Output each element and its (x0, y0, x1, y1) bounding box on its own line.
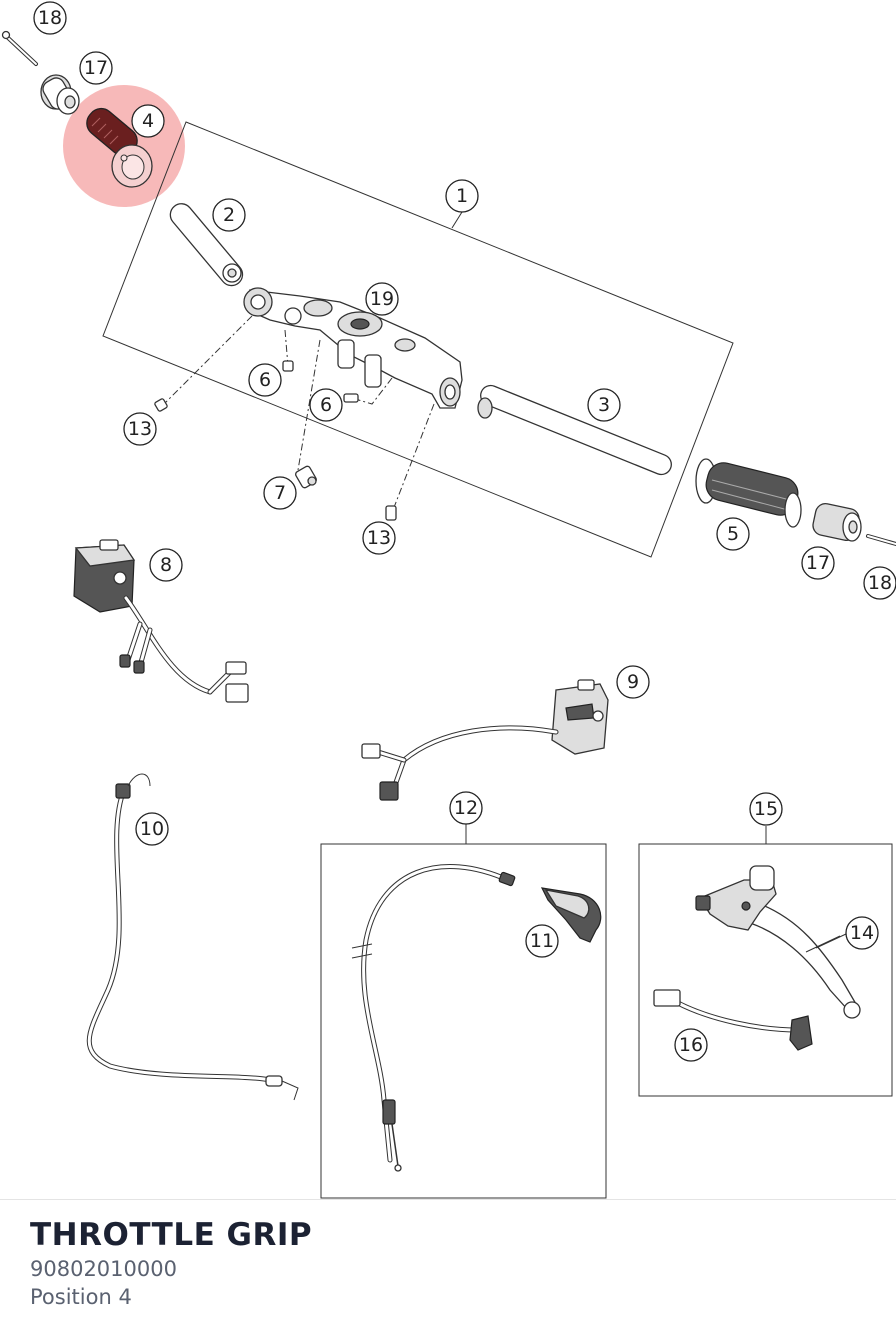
clutch-master-15[interactable] (695, 865, 777, 931)
svg-text:1: 1 (456, 185, 468, 207)
svg-text:4: 4 (142, 110, 154, 132)
callout-11[interactable]: 11 (525, 924, 559, 958)
screw-6-upper[interactable] (282, 360, 294, 372)
svg-text:2: 2 (223, 204, 235, 226)
svg-text:8: 8 (160, 554, 172, 576)
callout-4[interactable]: 4 (131, 104, 165, 138)
callout-12[interactable]: 12 (449, 791, 483, 825)
svg-text:14: 14 (850, 922, 874, 944)
callout-2[interactable]: 2 (212, 198, 246, 232)
switch-9[interactable] (361, 679, 609, 801)
callout-16[interactable]: 16 (674, 1028, 708, 1062)
clutch-lever-14[interactable] (738, 903, 861, 1019)
assembly-frame-12 (320, 843, 607, 1199)
svg-text:17: 17 (84, 57, 108, 79)
svg-text:15: 15 (754, 798, 778, 820)
cable-12[interactable] (351, 864, 516, 1172)
screw-13-right[interactable] (385, 505, 397, 521)
callout-3[interactable]: 3 (587, 388, 621, 422)
callout-7[interactable]: 7 (263, 476, 297, 510)
exploded-parts-diagram: 18 17 4 1 2 19 6 6 13 3 7 13 5 17 18 8 9… (1, 1, 896, 1199)
callout-9[interactable]: 9 (616, 665, 650, 699)
callout-13-right[interactable]: 13 (362, 521, 396, 555)
svg-text:5: 5 (727, 523, 739, 545)
tube-2[interactable] (166, 199, 247, 290)
callout-5[interactable]: 5 (716, 517, 750, 551)
tube-3[interactable] (477, 383, 675, 478)
callout-18-left[interactable]: 18 (33, 1, 67, 35)
callout-17-right[interactable]: 17 (801, 546, 835, 580)
callout-6-lower[interactable]: 6 (309, 388, 343, 422)
svg-text:18: 18 (868, 572, 892, 594)
cable-10[interactable] (86, 773, 299, 1101)
bar-end-17-right[interactable] (811, 502, 862, 542)
svg-text:13: 13 (128, 418, 152, 440)
svg-text:19: 19 (370, 288, 394, 310)
svg-text:17: 17 (806, 552, 830, 574)
part-info-panel: THROTTLE GRIP 90802010000 Position 4 (0, 1199, 896, 1336)
handlebar-bracket-19[interactable] (243, 287, 463, 409)
callout-17-left[interactable]: 17 (79, 51, 113, 85)
screw-6-lower[interactable] (343, 393, 359, 403)
callout-19[interactable]: 19 (365, 282, 399, 316)
grip-5[interactable] (695, 458, 802, 528)
svg-text:6: 6 (320, 394, 332, 416)
svg-text:13: 13 (367, 527, 391, 549)
bar-end-17-left[interactable] (40, 74, 80, 115)
fitting-7[interactable] (295, 465, 318, 489)
callout-6-upper[interactable]: 6 (248, 363, 282, 397)
svg-text:10: 10 (140, 818, 164, 840)
assembly-frame-1 (102, 121, 734, 558)
callout-18-right[interactable]: 18 (863, 566, 896, 600)
part-number: 90802010000 (30, 1257, 177, 1281)
svg-text:18: 18 (38, 7, 62, 29)
callout-8[interactable]: 8 (149, 548, 183, 582)
svg-text:3: 3 (598, 394, 610, 416)
part-title: THROTTLE GRIP (30, 1217, 313, 1253)
callout-13-left[interactable]: 13 (123, 412, 157, 446)
part-position: Position 4 (30, 1285, 132, 1309)
screw-13-left[interactable] (154, 398, 168, 412)
boot-11[interactable] (540, 887, 602, 943)
pin-18-left[interactable] (1, 30, 38, 66)
svg-text:12: 12 (454, 797, 478, 819)
pin-18-right[interactable] (866, 534, 896, 546)
svg-text:16: 16 (679, 1034, 703, 1056)
callout-15[interactable]: 15 (749, 792, 783, 826)
callout-10[interactable]: 10 (135, 812, 169, 846)
callout-1[interactable]: 1 (445, 179, 479, 213)
callout-14[interactable]: 14 (845, 916, 879, 950)
svg-text:6: 6 (259, 369, 271, 391)
clutch-switch-16[interactable] (653, 989, 813, 1051)
svg-text:9: 9 (627, 671, 639, 693)
throttle-grip-4[interactable] (82, 103, 153, 188)
switch-8[interactable] (73, 539, 249, 703)
svg-text:11: 11 (530, 930, 554, 952)
svg-text:7: 7 (274, 482, 286, 504)
